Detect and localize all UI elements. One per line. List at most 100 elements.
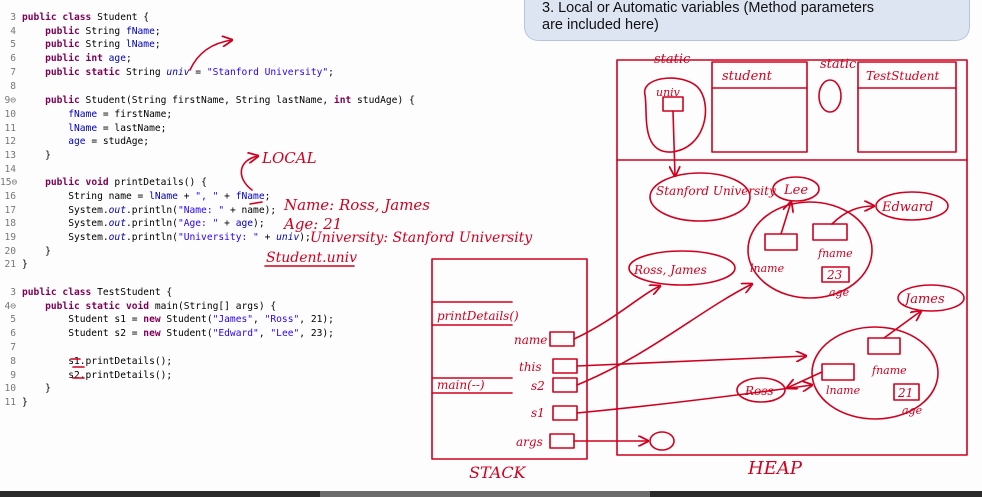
code-line: public static void main(String[] args) { xyxy=(45,301,277,312)
obj1-fname-box xyxy=(812,223,848,241)
line-number: 6 xyxy=(10,328,16,339)
code-line: lName = lastName; xyxy=(68,123,167,134)
line-number: 19 xyxy=(4,232,16,243)
ross-label: Ross xyxy=(744,384,774,398)
slot-s1-label: s1 xyxy=(531,406,545,420)
obj1-lname-label: lname xyxy=(750,262,785,275)
s2-to-object1-arrow xyxy=(576,284,752,386)
stanford-string-blob xyxy=(649,172,751,222)
code-line: age = studAge; xyxy=(68,136,150,147)
code-line: } xyxy=(22,150,51,161)
obj2-fname-to-james xyxy=(883,311,921,339)
line-number: 20 xyxy=(4,246,16,257)
teststudent-class-label: TestStudent xyxy=(866,69,939,83)
ross-james-string-blob xyxy=(628,250,736,286)
obj2-lname-box xyxy=(821,363,855,381)
frame-printdetails: printDetails() xyxy=(437,309,519,323)
frame-main: main(--) xyxy=(437,378,485,392)
callout-line-1: 3. Local or Automatic variables (Method … xyxy=(542,0,875,16)
univ-to-stanford-arrow xyxy=(673,110,675,176)
code-line: String name = lName + ", " + fName; xyxy=(22,191,271,202)
code-line: fName = firstName; xyxy=(68,109,173,120)
student-class-label: student xyxy=(722,69,773,84)
ross-james-label: Ross, James xyxy=(633,263,707,277)
slot-name-box xyxy=(549,331,575,347)
static-label-2: static xyxy=(820,57,857,72)
univ-box xyxy=(662,96,684,112)
obj1-lname-box xyxy=(764,233,798,251)
james-label: James xyxy=(902,292,945,307)
bottom-bar xyxy=(0,491,982,497)
line-number: 4 xyxy=(10,26,16,37)
line-number: 6 xyxy=(10,53,16,64)
slot-this-box xyxy=(552,358,578,374)
this-to-object2-arrow xyxy=(576,356,806,367)
age-output: Age: 21 xyxy=(282,215,342,233)
callout-box: 3. Local or Automatic variables (Method … xyxy=(524,0,970,41)
line-number: 8 xyxy=(10,81,16,92)
student-class-box xyxy=(711,61,808,153)
line-number: 15⊖ xyxy=(0,177,18,188)
slot-s2-box xyxy=(552,377,578,393)
code-line: } xyxy=(22,383,51,394)
code-line: public Student(String firstName, String … xyxy=(45,95,415,106)
obj1-age-box xyxy=(821,266,850,283)
line-number: 18 xyxy=(4,218,16,229)
code-line: public class Student { xyxy=(22,12,150,23)
obj2-fname-label: fname xyxy=(871,364,907,377)
code-line: Student s2 = new Student("Edward", "Lee"… xyxy=(22,328,334,339)
student-univ-label: Student.univ xyxy=(266,250,357,266)
code-line: public static String univ = "Stanford Un… xyxy=(45,67,334,78)
line-number: 5 xyxy=(10,314,16,325)
line-number: 5 xyxy=(10,39,16,50)
univ-arrow xyxy=(189,40,232,71)
line-number: 8 xyxy=(10,356,16,367)
obj2-lname-label: lname xyxy=(826,384,861,397)
obj1-age-value: 23 xyxy=(826,268,843,282)
univ-output: University: Stanford University xyxy=(310,230,533,246)
line-number: 3 xyxy=(10,12,16,23)
bottom-bar-segment xyxy=(320,491,650,497)
code-line: } xyxy=(22,397,28,408)
line-number: 7 xyxy=(10,342,16,353)
slot-name-label: name xyxy=(514,333,547,347)
obj2-age-value: 21 xyxy=(897,386,913,400)
print-frame-divider xyxy=(431,301,513,326)
slot-s2-label: s2 xyxy=(531,379,545,393)
name-to-rossjames-arrow xyxy=(573,286,660,340)
lee-label: Lee xyxy=(783,183,808,198)
slot-s1-box xyxy=(552,405,578,421)
lee-string-blob xyxy=(772,176,820,202)
line-number: 10 xyxy=(4,383,16,394)
code-line: public String lName; xyxy=(45,39,161,50)
code-line: public void printDetails() { xyxy=(45,177,207,188)
line-number: 11 xyxy=(4,397,16,408)
edward-string-blob xyxy=(875,191,949,221)
line-number: 13 xyxy=(4,150,16,161)
teststudent-static-blob xyxy=(818,79,842,113)
line-number: 3 xyxy=(10,287,16,298)
obj1-fname-to-edward xyxy=(831,206,874,225)
student-object-2 xyxy=(811,326,939,420)
student-object-1 xyxy=(747,201,873,299)
code-line: public int age; xyxy=(45,53,132,64)
obj2-fname-box xyxy=(867,337,901,355)
heap-title: HEAP xyxy=(747,458,803,479)
code-line: System.out.println("Age: " + age); xyxy=(22,218,265,229)
teststudent-class-box xyxy=(857,61,957,153)
line-number: 14 xyxy=(4,164,16,175)
edward-label: Edward xyxy=(881,200,933,215)
stack-box xyxy=(431,258,588,460)
code-line: } xyxy=(22,259,28,270)
heap-box xyxy=(616,59,968,456)
name-underline xyxy=(249,201,263,205)
line-number: 10 xyxy=(4,109,16,120)
line-number: 7 xyxy=(10,67,16,78)
code-line: System.out.println("Name: " + name); xyxy=(22,205,277,216)
line-number: 17 xyxy=(4,205,16,216)
stanford-label: Stanford University xyxy=(656,184,776,198)
obj1-age-label: age xyxy=(829,286,850,299)
code-line: public String fName; xyxy=(45,26,161,37)
code-line: public class TestStudent { xyxy=(22,287,173,298)
obj1-lname-to-lee xyxy=(780,202,791,235)
